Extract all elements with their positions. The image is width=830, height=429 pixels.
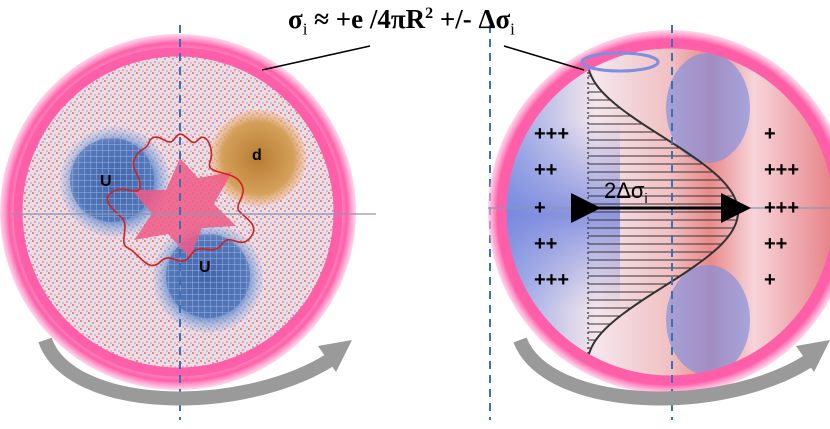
charge-label: + [764, 269, 776, 291]
left-sphere: U d U [0, 25, 376, 420]
charge-label: +++ [764, 159, 799, 181]
charge-label: ++ [764, 233, 787, 255]
right-rotation-arrowhead [796, 340, 830, 372]
surface-charge-equation: σi ≈ +e /4πR2 +/- Δσi [288, 4, 515, 39]
callout-line-left [261, 45, 371, 71]
charge-label: +++ [764, 197, 799, 219]
left-charge-column: +++++++++++ [534, 123, 569, 291]
quark-label-u-top: U [100, 173, 112, 190]
right-sphere-ring [497, 39, 830, 385]
charge-label: + [764, 123, 776, 145]
amplitude-label: 2Δσi [604, 178, 648, 206]
quark-label-u-bottom: U [199, 259, 211, 276]
right-sphere: 2Δσi +++++++++++ ++++++++++ [488, 25, 830, 420]
right-rotation-arrow [513, 336, 814, 406]
upper-blue-region [666, 53, 750, 163]
right-charge-column: ++++++++++ [764, 123, 799, 291]
quark-u-bottom [166, 234, 250, 318]
quark-d [210, 110, 306, 206]
lower-blue-region [666, 265, 750, 375]
charge-label: ++ [534, 159, 557, 181]
charge-label: + [534, 197, 546, 219]
left-sphere-ring [13, 47, 343, 377]
quark-label-d: d [252, 147, 262, 164]
left-rotation-arrowhead [318, 340, 352, 372]
gluon-lines [106, 133, 255, 267]
top-cap-ellipse [580, 51, 660, 73]
left-rotation-arrow [38, 337, 334, 406]
quark-u-top [70, 138, 154, 222]
callout-line-right [503, 45, 585, 71]
gluon-star [132, 158, 236, 258]
charge-label: +++ [534, 269, 569, 291]
charge-label: +++ [534, 123, 569, 145]
charge-label: ++ [534, 233, 557, 255]
